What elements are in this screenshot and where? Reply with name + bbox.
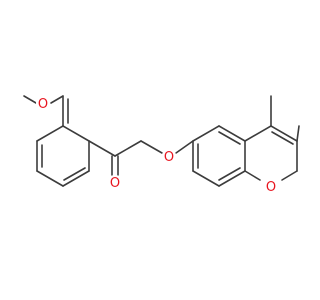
atom-o-ring: O — [266, 180, 276, 195]
bond-pyranone-2 — [270, 125, 298, 142]
atom-o-ketone: O — [110, 176, 120, 191]
atom-o-methoxy: O — [38, 97, 48, 112]
ether-oxygen-label: O — [162, 149, 176, 165]
bond-layer — [23, 95, 300, 187]
bond-phenyl-5-inner — [63, 167, 86, 181]
atom-o-ether: O — [164, 150, 174, 165]
bond-pyranone-4 — [281, 170, 298, 181]
bond-phenyl-2 — [36, 125, 64, 142]
bond-ring-carbonyl — [88, 140, 116, 157]
bond-coumarin-3-inner — [218, 167, 241, 181]
bond-coumarin-6 — [192, 125, 220, 142]
bond-methyl-3 — [296, 125, 300, 142]
bond-phenyl-7 — [62, 125, 90, 142]
ketone-oxygen-label: O — [108, 175, 122, 191]
bond-coumarin-5 — [218, 125, 246, 142]
bond-pyranone-5 — [244, 170, 261, 181]
bond-methyl-oxygen — [23, 95, 37, 104]
bond-phenyl-4 — [36, 170, 64, 187]
bond-coumarin-2 — [192, 170, 220, 187]
methoxy-oxygen-label: O — [36, 96, 50, 112]
bond-pyranone-2-inner — [271, 131, 294, 145]
atom-label-layer: O O O O — [36, 96, 278, 195]
bond-phenyl-5 — [62, 170, 90, 187]
bond-pyranone-1 — [244, 125, 272, 142]
bond-coumarin-3 — [218, 170, 246, 187]
bond-ch2-ether — [140, 140, 163, 154]
ring-oxygen-label: O — [264, 179, 278, 195]
bond-ether-coumarin — [175, 140, 194, 154]
bond-coumarin-5-inner — [218, 131, 241, 145]
bond-oxygen-ring — [50, 95, 64, 104]
bond-carbonyl-ch2 — [114, 140, 142, 157]
molecule-structure-diagram: O O O O — [23, 95, 300, 195]
